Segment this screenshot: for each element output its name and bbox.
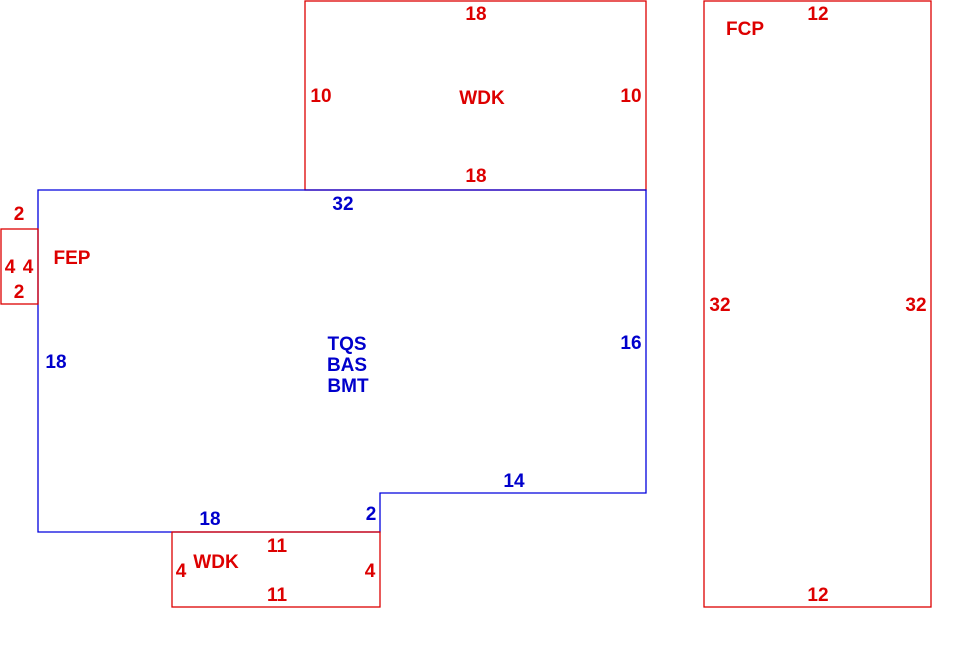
main-dim-step-top: 14 <box>503 471 525 492</box>
fcp-dim-bottom: 12 <box>807 585 828 606</box>
fcp-outline <box>703 0 932 608</box>
fep-dim-left: 4 <box>5 257 16 278</box>
wdk-bottom-dim-top: 11 <box>267 536 288 557</box>
area-wdk-bottom: 11 WDK 4 4 11 <box>171 531 381 608</box>
wdk-top-dim-left: 10 <box>310 86 331 107</box>
fep-dim-top: 2 <box>14 204 25 225</box>
fcp-dim-top: 12 <box>807 4 828 25</box>
wdk-bottom-dim-bottom: 11 <box>267 585 288 606</box>
fcp-dim-right: 32 <box>905 295 926 316</box>
main-dim-top: 32 <box>332 194 353 215</box>
wdk-top-dim-top: 18 <box>465 4 486 25</box>
fep-dim-right: 4 <box>23 257 34 278</box>
wdk-bottom-dim-left: 4 <box>176 561 187 582</box>
wdk-bottom-dim-right: 4 <box>365 561 376 582</box>
main-label-2: BAS <box>327 355 367 376</box>
area-fcp: FCP 12 32 32 12 <box>703 0 932 608</box>
main-dim-step-side: 2 <box>366 504 377 525</box>
fep-dim-bottom: 2 <box>14 282 25 303</box>
main-label-3: BMT <box>327 376 369 397</box>
wdk-bottom-label: WDK <box>193 552 239 573</box>
main-label-1: TQS <box>327 334 366 355</box>
area-fep: 2 FEP 4 4 2 <box>0 204 91 305</box>
main-outline <box>37 189 647 533</box>
wdk-top-label: WDK <box>459 88 505 109</box>
area-main: 32 18 16 14 2 18 TQS BAS BMT <box>37 189 647 533</box>
main-dim-right: 16 <box>620 333 641 354</box>
wdk-top-dim-bottom: 18 <box>465 166 486 187</box>
fcp-label: FCP <box>726 19 764 40</box>
area-wdk-top: 18 WDK 10 10 18 <box>304 0 647 191</box>
fep-label: FEP <box>54 248 91 269</box>
fcp-dim-left: 32 <box>709 295 730 316</box>
wdk-bottom-outline <box>171 531 381 608</box>
wdk-top-dim-right: 10 <box>620 86 641 107</box>
main-dim-bottom: 18 <box>199 509 220 530</box>
main-dim-left: 18 <box>45 352 66 373</box>
fep-outline <box>0 228 39 305</box>
